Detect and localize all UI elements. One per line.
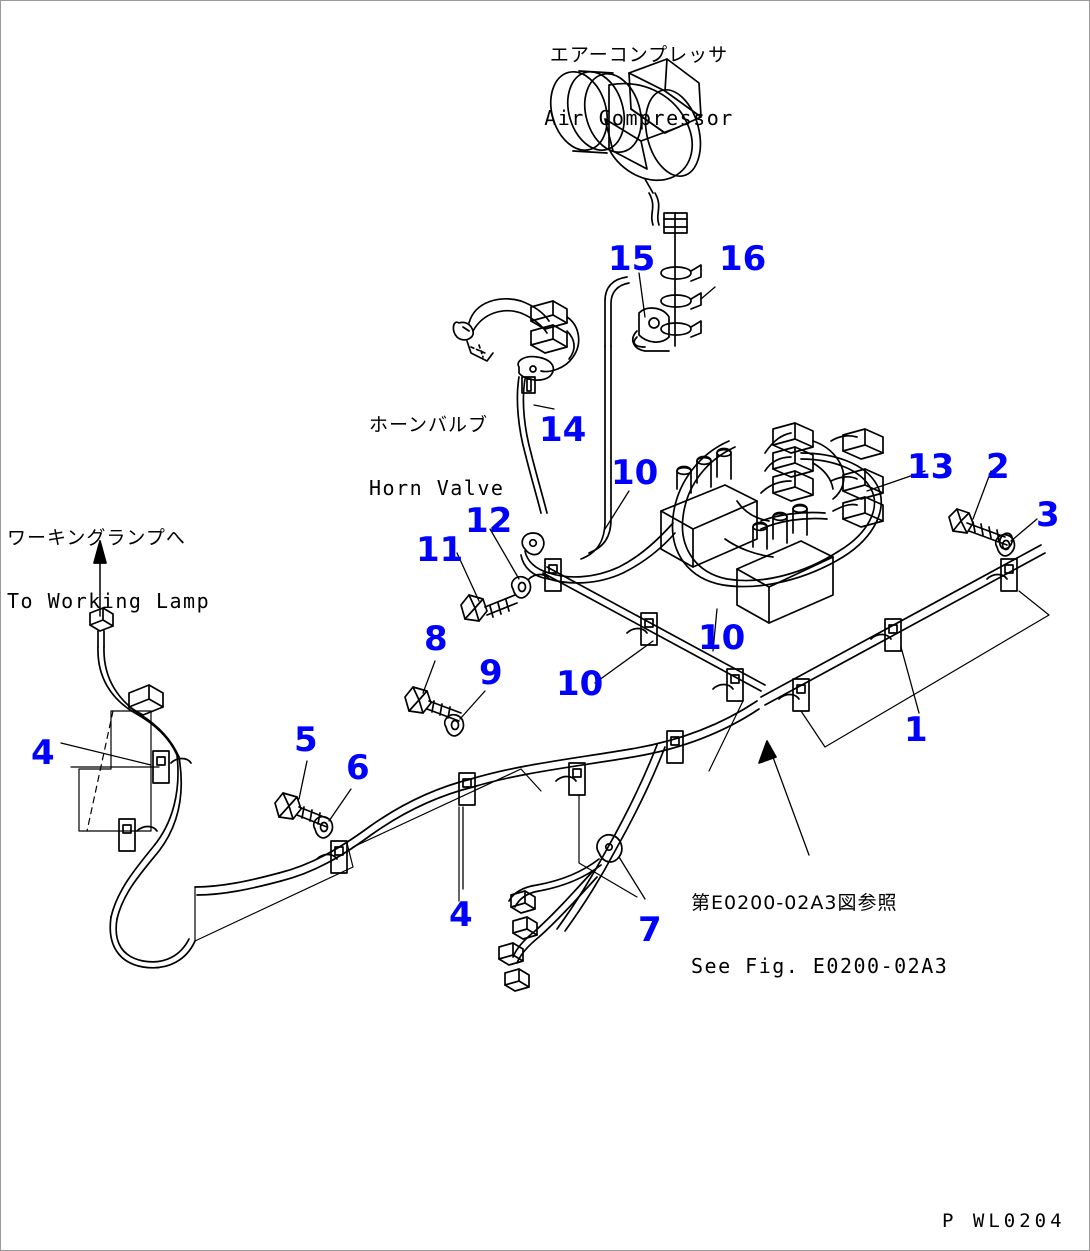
callout-13: 13 [907,447,955,487]
lower-connector-branch [498,744,666,992]
bolt-2-washer-3 [948,470,1038,557]
label-horn-valve: ホーンバルブ Horn Valve [369,375,504,540]
callout-10-lower: 10 [556,664,604,704]
label-air-compressor: エアーコンプレッサ Air Compressor [539,5,739,170]
callout-2: 2 [986,447,1010,487]
callout-8: 8 [424,619,448,659]
lower-left-run [194,700,760,942]
inline-connector-top [663,212,688,234]
callout-5: 5 [294,720,318,760]
callout-10-top: 10 [611,453,659,493]
callout-7: 7 [638,910,662,950]
label-see-figure-en: See Fig. E0200-02A3 [691,954,949,979]
callout-4: 4 [31,733,55,773]
callout-16: 16 [719,239,767,279]
callout-leaders [60,272,926,890]
drawing-number: P WL0204 [942,1210,1066,1232]
support-bracket-15 [632,307,670,352]
label-air-compressor-jp: エアーコンプレッサ [549,44,729,67]
callout-14: 14 [539,410,587,450]
bolt-5-washer-6 [274,760,352,839]
callout-12: 12 [465,501,513,541]
label-air-compressor-en: Air Compressor [544,106,734,131]
callout-1: 1 [904,710,928,750]
label-see-figure-jp: 第E0200-02A3図参照 [691,892,898,915]
label-to-working-lamp: ワーキングランプへ To Working Lamp [7,488,210,653]
callout-3: 3 [1036,495,1060,535]
bolt-8-washer-9 [404,660,486,737]
callout-9: 9 [479,653,503,693]
relay-harness-graphic [660,422,884,624]
callout-4-bottom: 4 [449,895,473,935]
label-to-working-lamp-jp: ワーキングランプへ [7,527,186,550]
main-vertical-cable [580,276,630,560]
label-to-working-lamp-en: To Working Lamp [7,589,211,614]
main-right-rail [708,544,1050,856]
callout-11: 11 [416,530,464,570]
cable-clamp-stack-16 [660,232,702,347]
bolt-11-washer-12 [456,528,532,622]
middle-rail [528,558,766,702]
working-lamp-branch [70,540,196,969]
label-horn-valve-en: Horn Valve [369,476,505,501]
label-horn-valve-jp: ホーンバルブ [369,414,489,437]
callout-6: 6 [346,748,370,788]
horn-valve-graphic [452,297,580,514]
air-compressor-graphic [549,58,702,226]
callout-10-mid: 10 [698,618,746,658]
callout-15: 15 [608,239,656,279]
label-see-figure: 第E0200-02A3図参照 See Fig. E0200-02A3 [691,853,948,1018]
